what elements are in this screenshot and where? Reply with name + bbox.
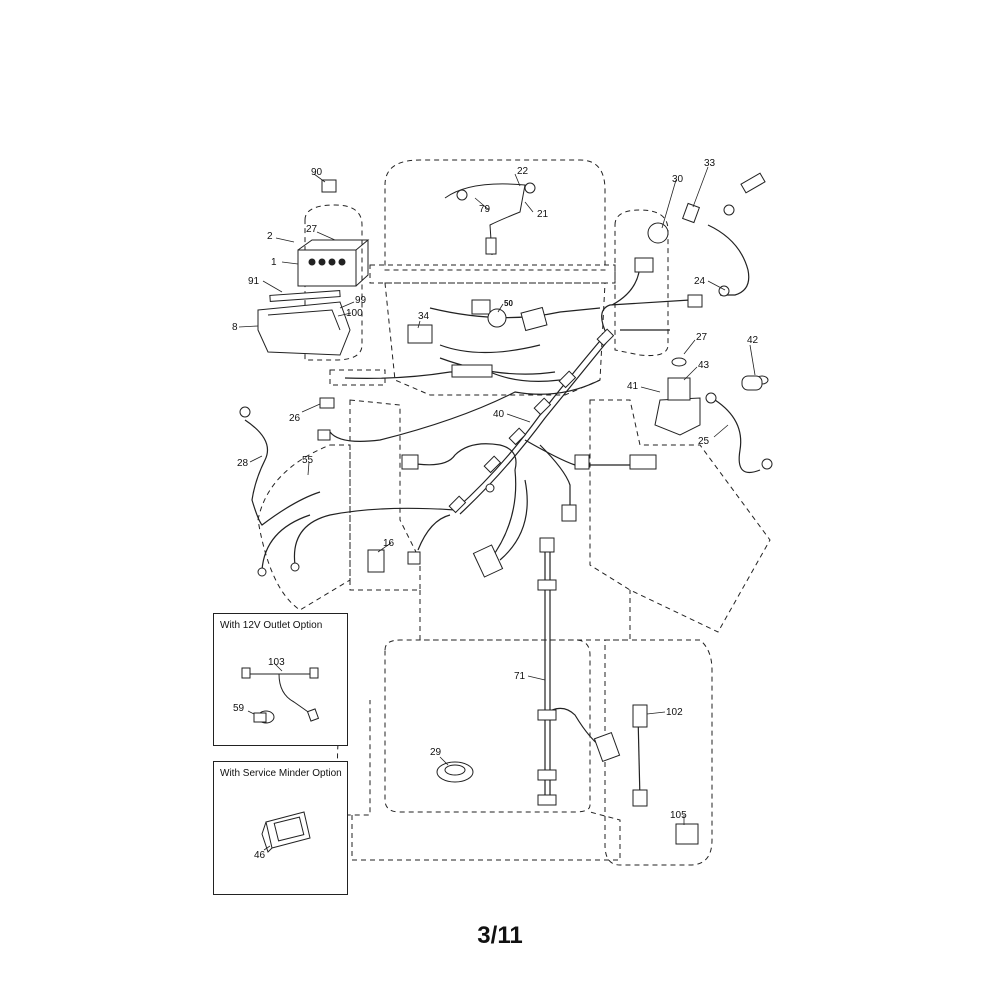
callout: 105: [670, 810, 687, 821]
callout: 34: [418, 311, 430, 322]
callout: 102: [666, 707, 683, 718]
callout: 21: [537, 209, 549, 220]
fuse-holder-102: [632, 704, 648, 728]
callout: 26: [289, 413, 301, 424]
callout: 27: [306, 224, 318, 235]
outlet-harness-drawing: 103 59: [233, 657, 320, 724]
relay-16: [367, 549, 385, 573]
leader-lines: [238, 166, 756, 825]
callout-labels: 90 2 27 1 22 79 21 30 33 91 99 100 8 34 …: [232, 158, 759, 821]
part-90-shape: [321, 179, 337, 193]
components: [239, 172, 773, 845]
inset-title: With 12V Outlet Option: [220, 620, 323, 631]
callout: 33: [704, 158, 716, 169]
callout: 41: [627, 381, 639, 392]
callout: 1: [271, 257, 277, 268]
inset-12v-outlet-option: With 12V Outlet Option 103 59: [213, 613, 348, 746]
callout: 46: [254, 850, 266, 861]
callout: 79: [479, 204, 491, 215]
page-number: 3/11: [477, 922, 523, 949]
callout: 103: [268, 657, 285, 668]
callout: 40: [493, 409, 505, 420]
callout: 2: [267, 231, 273, 242]
service-minder-drawing: 46: [254, 811, 311, 861]
part-30-boot: [634, 257, 654, 273]
callout: 100: [346, 308, 363, 319]
callout: 43: [698, 360, 710, 371]
callout: 8: [232, 322, 238, 333]
ignition-switch: [647, 222, 669, 244]
battery: [297, 249, 357, 287]
callout: 91: [248, 276, 260, 287]
callout: 28: [237, 458, 249, 469]
callout: 29: [430, 747, 442, 758]
battery-tray: [257, 301, 351, 356]
callout: 22: [517, 166, 529, 177]
switch-34: [407, 324, 433, 344]
callout: 55: [302, 455, 314, 466]
callout: 24: [694, 276, 706, 287]
harness-clips: [448, 328, 657, 806]
starter-solenoid: [654, 397, 701, 436]
callout: 16: [383, 538, 395, 549]
callout: 59: [233, 703, 245, 714]
callout: 30: [672, 174, 684, 185]
callout: 50: [504, 299, 513, 308]
callout: 71: [514, 671, 526, 682]
callout: 25: [698, 436, 710, 447]
callout: 27: [696, 332, 708, 343]
inset-service-minder-option: With Service Minder Option 46: [213, 761, 348, 895]
callout: 42: [747, 335, 759, 346]
callout: 90: [311, 167, 323, 178]
inset-title: With Service Minder Option: [220, 768, 342, 779]
part-105: [675, 823, 699, 845]
callout: 99: [355, 295, 367, 306]
